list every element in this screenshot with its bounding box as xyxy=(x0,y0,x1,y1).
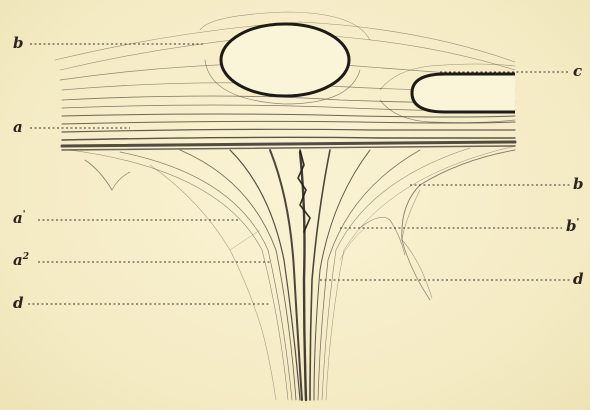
descending-stalk xyxy=(70,146,515,400)
label-c-right: c xyxy=(573,64,582,79)
label-b1-right: b' xyxy=(566,219,579,234)
label-a1-left: a' xyxy=(13,211,26,226)
label-a-left: a xyxy=(13,120,23,135)
label-d-right: d xyxy=(573,272,584,287)
label-b-left: b xyxy=(13,36,24,51)
small-vessel xyxy=(412,74,515,112)
label-b-right: b xyxy=(573,177,584,192)
label-d-left: d xyxy=(13,296,24,311)
large-vessel xyxy=(221,24,349,96)
label-a2-left: a2 xyxy=(13,253,29,268)
